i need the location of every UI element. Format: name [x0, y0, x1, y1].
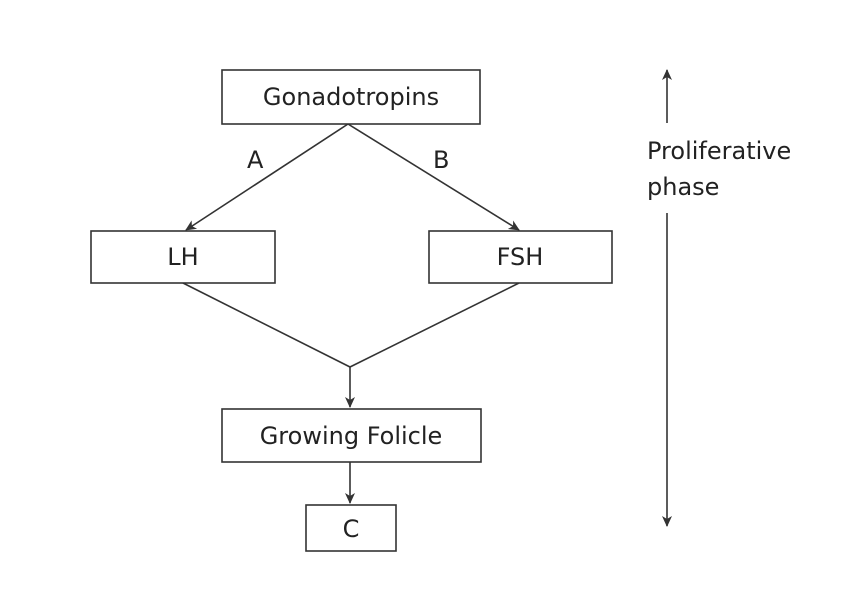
node-lh-label: LH [167, 243, 198, 271]
edge-label-a: A [247, 146, 264, 174]
node-gonadotropins: Gonadotropins [221, 69, 481, 125]
node-fsh: FSH [428, 230, 613, 284]
phase-label-line2: phase [647, 173, 719, 201]
node-fsh-label: FSH [497, 243, 544, 271]
node-gonadotropins-label: Gonadotropins [263, 83, 439, 111]
node-c: C [305, 504, 397, 552]
edge-gonadotropins-to-lh [185, 123, 349, 231]
edge-fsh-to-junction [349, 282, 520, 368]
node-growing-follicle: Growing Folicle [221, 408, 482, 463]
node-lh: LH [90, 230, 276, 284]
edge-gonadotropins-to-fsh [347, 123, 520, 231]
edge-lh-to-junction [182, 282, 351, 368]
phase-label-line1: Proliferative [647, 137, 791, 165]
edge-label-b: B [433, 146, 449, 174]
node-c-label: C [343, 515, 360, 543]
node-growing-follicle-label: Growing Folicle [260, 422, 443, 450]
